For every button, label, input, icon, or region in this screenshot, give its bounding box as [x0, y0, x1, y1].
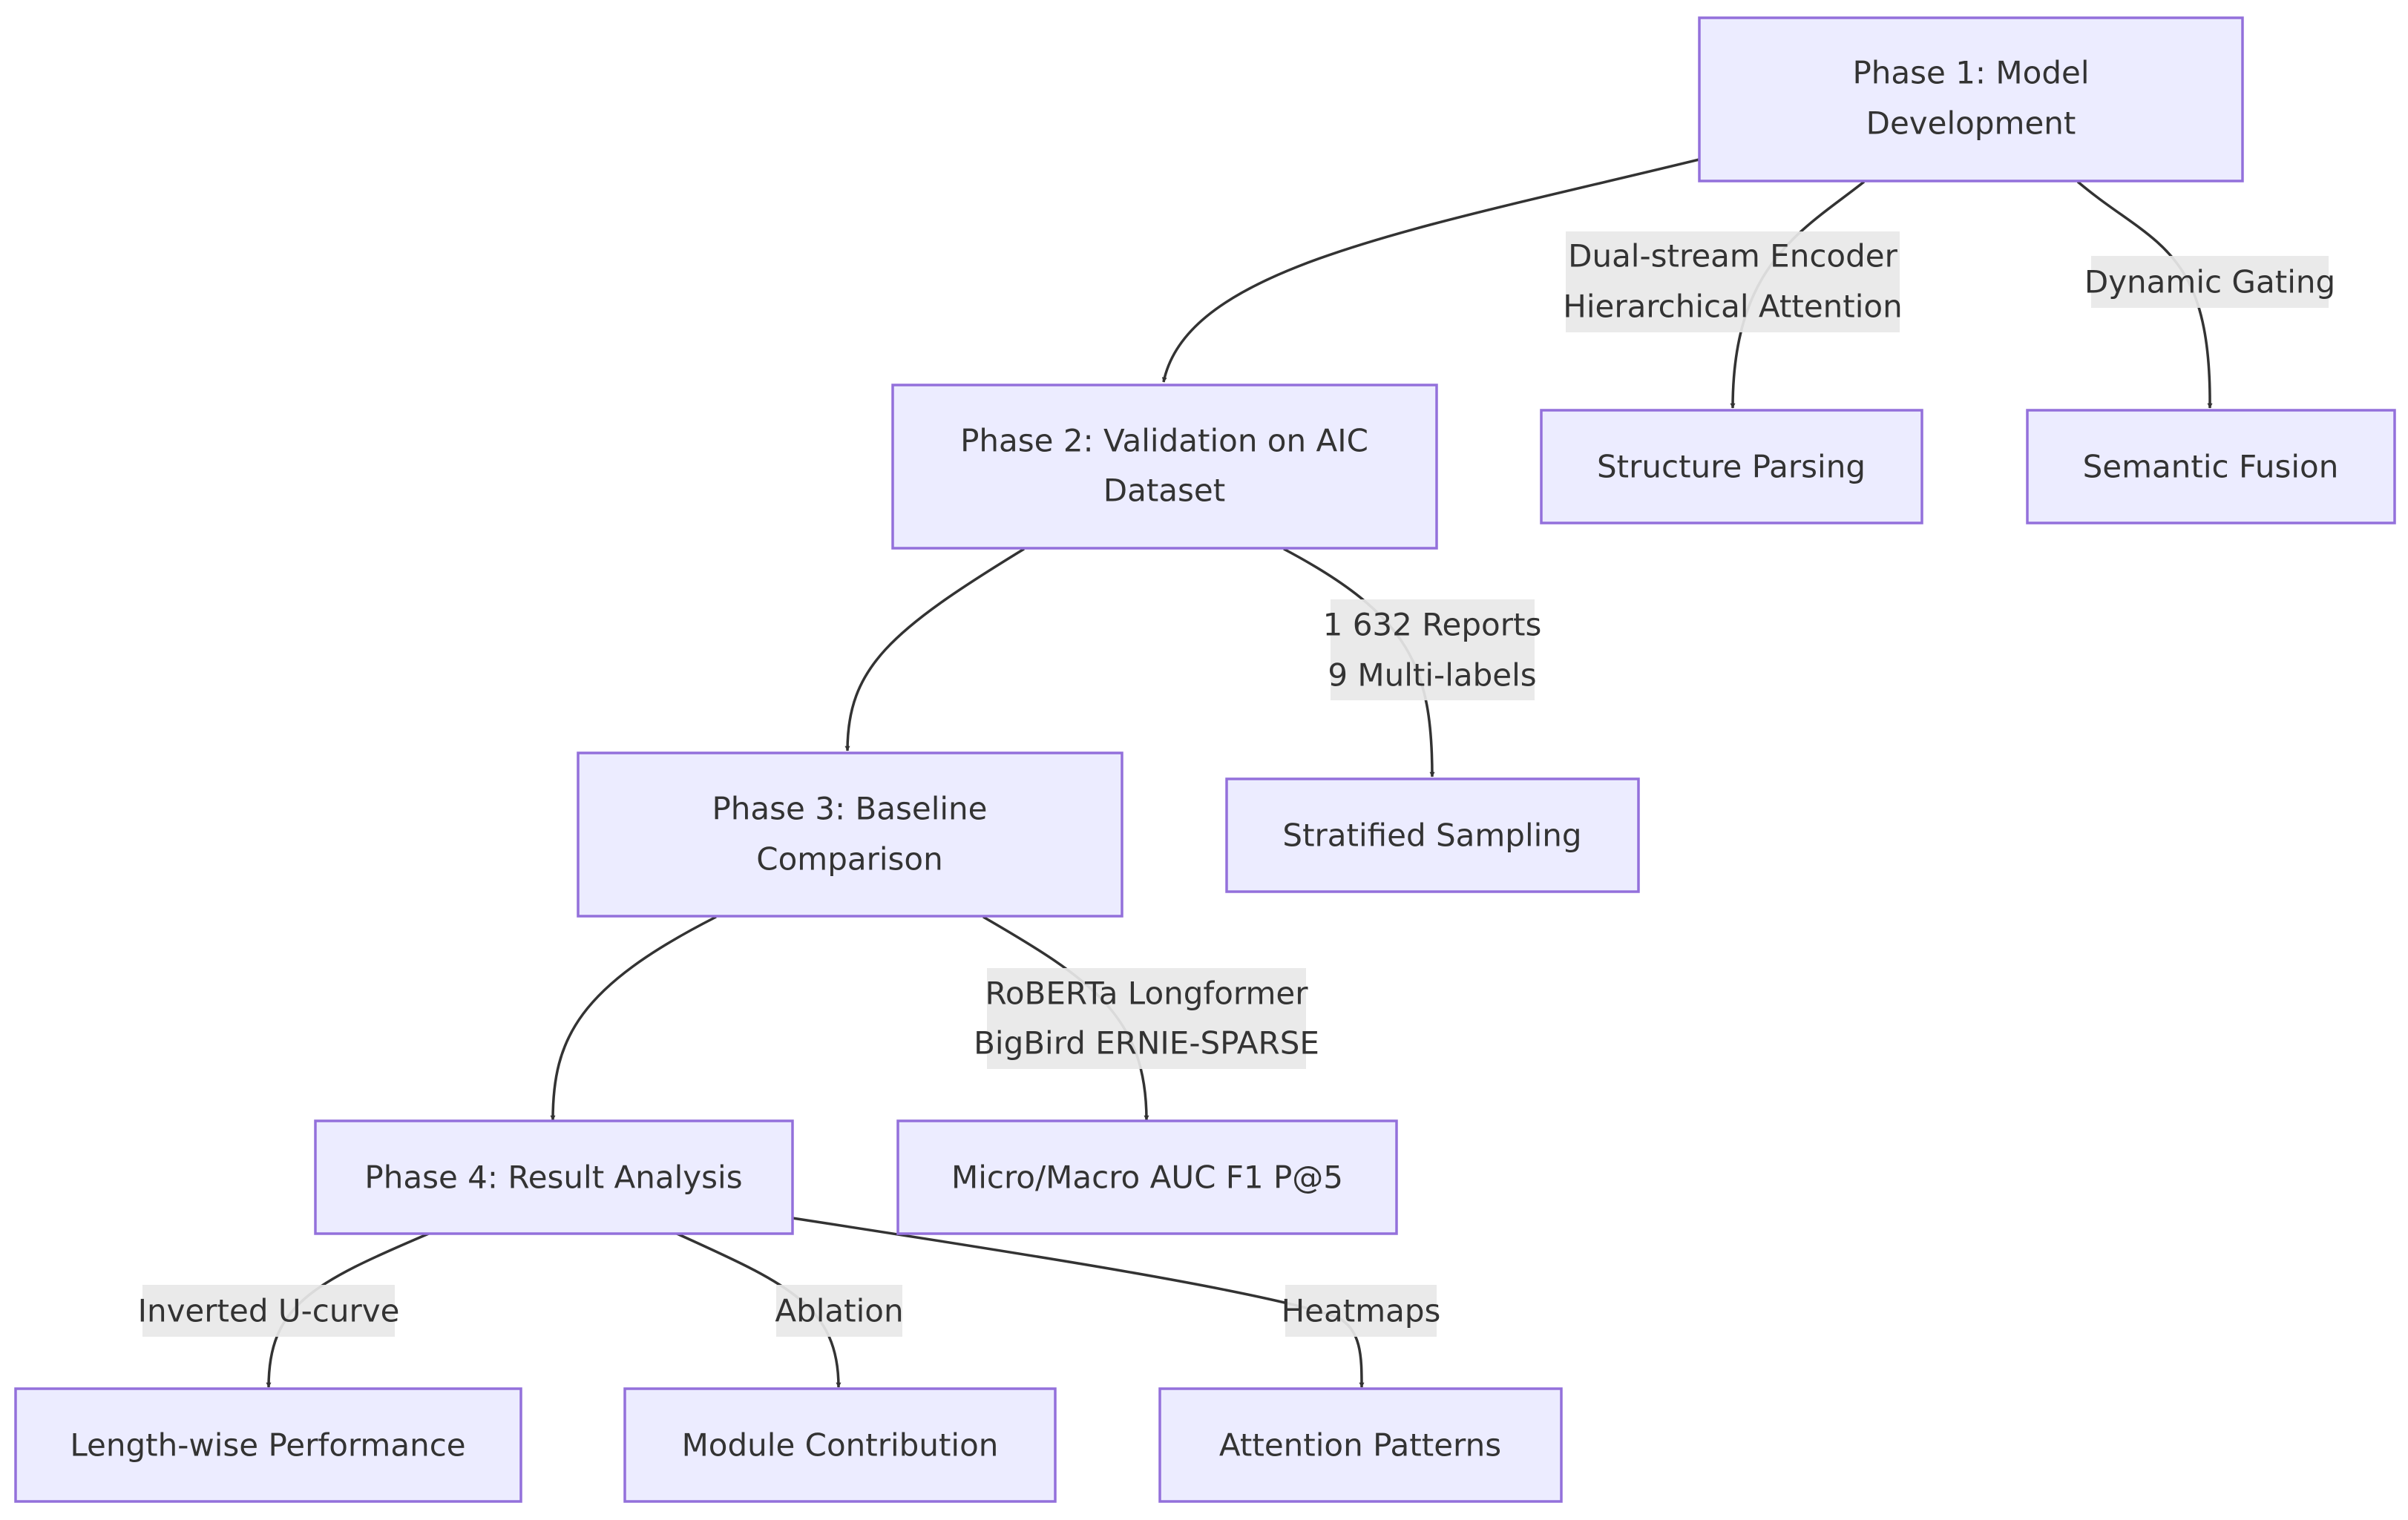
svg-text:Attention Patterns: Attention Patterns [1219, 1427, 1501, 1464]
svg-text:Micro/Macro AUC F1 P@5: Micro/Macro AUC F1 P@5 [951, 1159, 1343, 1196]
svg-text:Comparison: Comparison [756, 841, 942, 878]
edge-labels: Dual-stream Encoder Hierarchical Attenti… [138, 231, 2335, 1337]
svg-text:9 Multi-labels: 9 Multi-labels [1328, 657, 1536, 694]
svg-text:Dynamic Gating: Dynamic Gating [2084, 264, 2335, 300]
edge-p1-to-p2 [1161, 158, 1700, 383]
svg-text:Hierarchical Attention: Hierarchical Attention [1563, 289, 1903, 325]
svg-text:Ablation: Ablation [775, 1293, 903, 1329]
edge-label-heatmaps: Heatmaps [1282, 1285, 1441, 1337]
edge-p2-to-p3 [844, 547, 1025, 751]
svg-text:Heatmaps: Heatmaps [1282, 1293, 1441, 1329]
svg-text:1 632 Reports: 1 632 Reports [1323, 607, 1542, 643]
node-length-wise-performance: Length-wise Performance [14, 1387, 522, 1503]
svg-text:RoBERTa Longformer: RoBERTa Longformer [985, 976, 1309, 1012]
svg-text:Length-wise Performance: Length-wise Performance [70, 1427, 465, 1464]
edge-label-baselines: RoBERTa Longformer BigBird ERNIE-SPARSE [974, 968, 1319, 1069]
edge-label-reports: 1 632 Reports 9 Multi-labels [1323, 599, 1542, 700]
node-phase-2: Phase 2: Validation on AIC Dataset [891, 384, 1438, 550]
svg-text:Structure Parsing: Structure Parsing [1597, 449, 1866, 485]
svg-text:Phase 1: Model: Phase 1: Model [1852, 55, 2089, 91]
nodes: Phase 1: Model Development Structure Par… [14, 16, 2396, 1503]
node-stratified-sampling: Stratified Sampling [1225, 777, 1640, 893]
edge-p3-to-p4 [550, 915, 717, 1121]
node-structure-parsing: Structure Parsing [1540, 409, 1923, 524]
svg-text:BigBird ERNIE-SPARSE: BigBird ERNIE-SPARSE [974, 1025, 1319, 1062]
node-phase-1: Phase 1: Model Development [1698, 16, 2244, 182]
svg-text:Inverted U-curve: Inverted U-curve [138, 1293, 400, 1329]
node-attention-patterns: Attention Patterns [1158, 1387, 1563, 1503]
node-phase-4: Phase 4: Result Analysis [314, 1119, 794, 1235]
node-semantic-fusion: Semantic Fusion [2026, 409, 2396, 524]
svg-text:Dual-stream Encoder: Dual-stream Encoder [1568, 238, 1898, 274]
node-phase-3: Phase 3: Baseline Comparison [577, 751, 1123, 918]
edge-p4-to-attention [792, 1217, 1365, 1388]
svg-text:Development: Development [1866, 105, 2076, 142]
edge-label-dual-stream: Dual-stream Encoder Hierarchical Attenti… [1563, 231, 1903, 332]
svg-text:Phase 4: Result Analysis: Phase 4: Result Analysis [364, 1159, 742, 1196]
edge-label-ablation: Ablation [775, 1285, 904, 1337]
svg-text:Phase 3: Baseline: Phase 3: Baseline [712, 791, 987, 827]
svg-text:Phase 2: Validation on AIC: Phase 2: Validation on AIC [960, 423, 1368, 459]
svg-text:Stratified Sampling: Stratified Sampling [1282, 817, 1581, 854]
node-module-contribution: Module Contribution [623, 1387, 1057, 1503]
svg-text:Semantic Fusion: Semantic Fusion [2083, 449, 2339, 485]
node-metrics: Micro/Macro AUC F1 P@5 [896, 1119, 1398, 1235]
edge-label-dynamic-gating: Dynamic Gating [2084, 256, 2335, 308]
svg-text:Dataset: Dataset [1103, 473, 1225, 509]
svg-text:Module Contribution: Module Contribution [682, 1427, 999, 1464]
edge-label-inverted-u: Inverted U-curve [138, 1285, 400, 1337]
